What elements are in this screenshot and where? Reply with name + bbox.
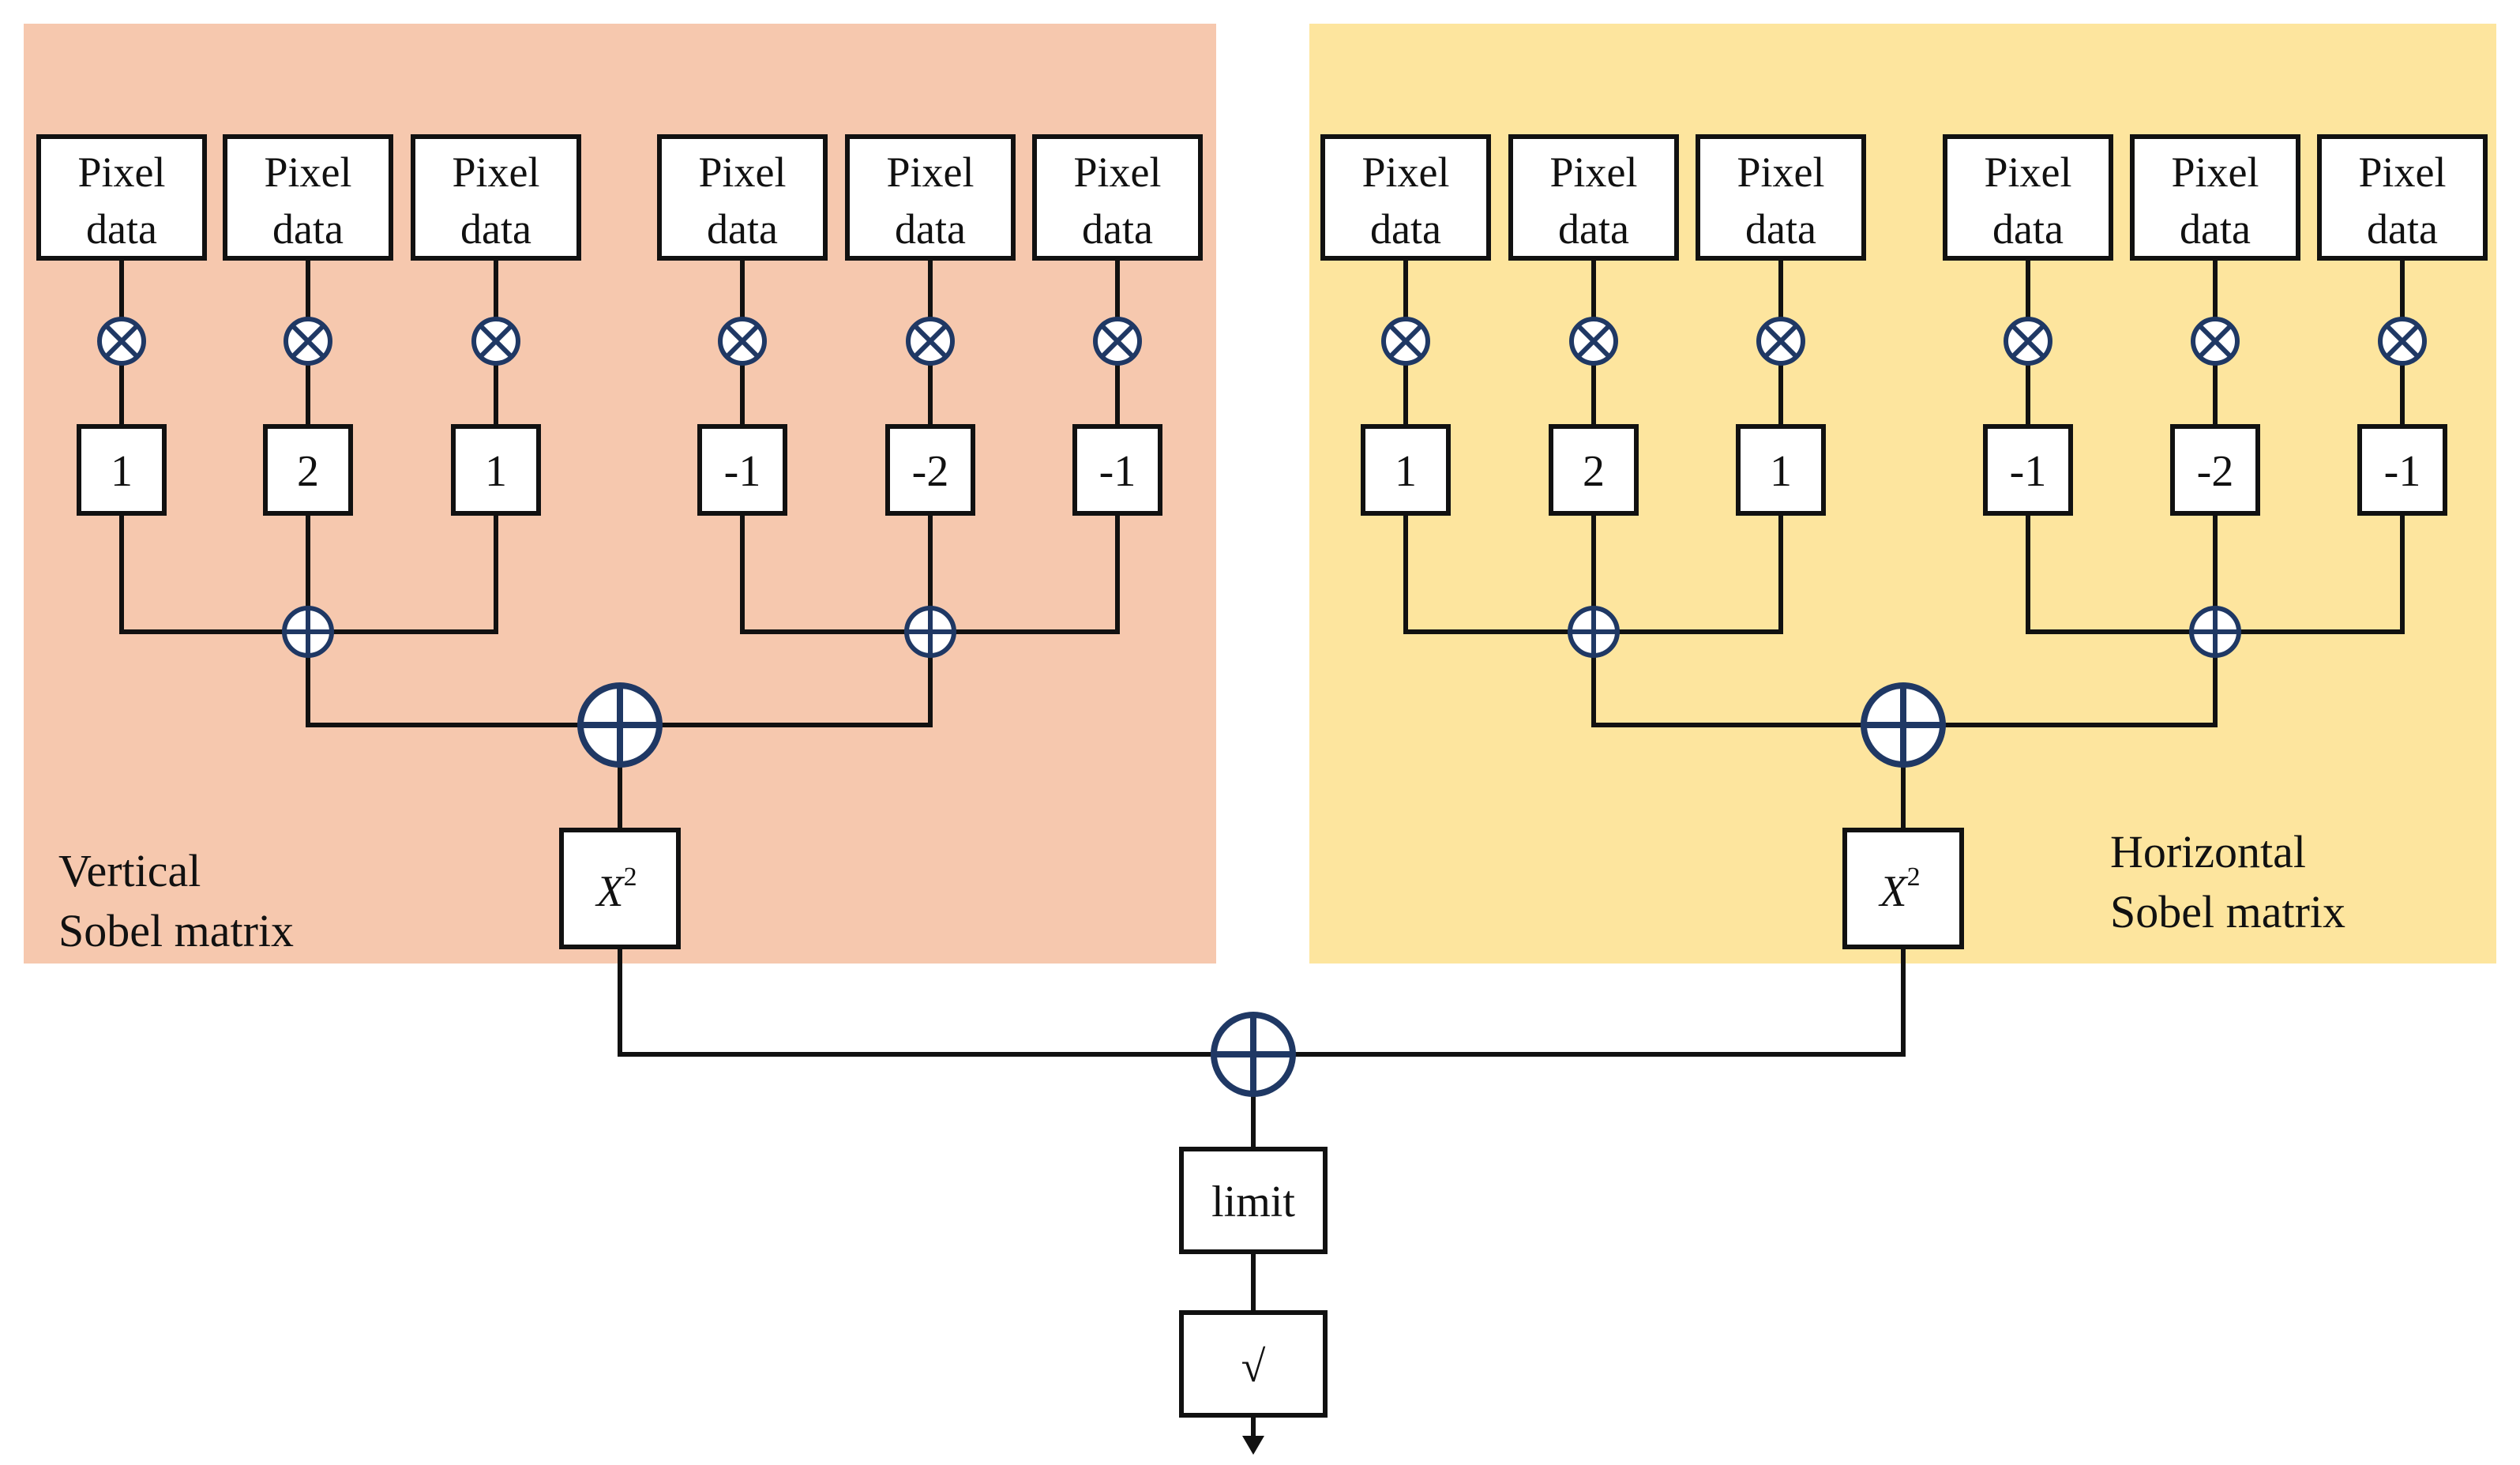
vertical-add-icon-total: [577, 682, 663, 768]
vertical-pixel-label-line2: data: [1082, 205, 1153, 253]
horizontal-coefficient-box-3: [1736, 424, 1826, 516]
horizontal-panel-label-line2: Sobel matrix: [2110, 886, 2345, 937]
vertical-multiply-icon-1: [97, 317, 146, 366]
horizontal-add-icon-total: [1861, 682, 1946, 768]
horizontal-coefficient-4: -1: [2010, 447, 2047, 496]
vertical-add-icon-left: [282, 606, 334, 658]
horizontal-coefficient-box-1: [1361, 424, 1451, 516]
vertical-coefficient-2: 2: [297, 447, 319, 496]
vertical-add-icon-right: [904, 606, 956, 658]
horizontal-coefficient-box-5: [2170, 424, 2260, 516]
vertical-square-label: X2: [595, 862, 637, 916]
horizontal-pixel-box-1: [1320, 134, 1491, 261]
vertical-multiply-icon-5: [906, 317, 955, 366]
vertical-panel-label-line1: Vertical: [58, 845, 201, 896]
vertical-pixel-label-line1: Pixel: [886, 148, 974, 196]
vertical-square-box: [559, 828, 681, 949]
horizontal-add-icon-right: [2189, 606, 2241, 658]
horizontal-square-box: [1842, 828, 1964, 949]
vertical-pixel-label-line2: data: [895, 205, 966, 253]
horizontal-pixel-label-line1: Pixel: [1549, 148, 1637, 196]
horizontal-multiply-icon-6: [2378, 317, 2427, 366]
vertical-panel-label-line2: Sobel matrix: [58, 905, 294, 956]
horizontal-pixel-label-line2: data: [1992, 205, 2064, 253]
limit-label: limit: [1211, 1178, 1295, 1226]
vertical-pixel-label-line1: Pixel: [77, 148, 165, 196]
horizontal-coefficient-3: 1: [1770, 447, 1792, 496]
vertical-multiply-icon-3: [471, 317, 520, 366]
horizontal-pixel-label-line1: Pixel: [1984, 148, 2071, 196]
vertical-coefficient-4: -1: [724, 447, 761, 496]
horizontal-pixel-label-line2: data: [1558, 205, 1629, 253]
horizontal-coefficient-1: 1: [1395, 447, 1417, 496]
sqrt-box: [1179, 1310, 1328, 1418]
vertical-pixel-label-line2: data: [707, 205, 778, 253]
vertical-coefficient-box-2: [263, 424, 353, 516]
vertical-pixel-label-line2: data: [272, 205, 344, 253]
horizontal-panel-label-line1: Horizontal: [2110, 826, 2306, 877]
horizontal-coefficient-5: -2: [2197, 447, 2234, 496]
vertical-pixel-box-4: [657, 134, 828, 261]
horizontal-multiply-icon-2: [1569, 317, 1618, 366]
vertical-pixel-label-line1: Pixel: [452, 148, 539, 196]
horizontal-pixel-label-line2: data: [2180, 205, 2251, 253]
horizontal-coefficient-box-2: [1549, 424, 1639, 516]
horizontal-multiply-icon-1: [1381, 317, 1430, 366]
sqrt-label: √: [1241, 1343, 1266, 1392]
horizontal-coefficient-2: 2: [1583, 447, 1605, 496]
vertical-coefficient-6: -1: [1099, 447, 1136, 496]
vertical-multiply-icon-4: [718, 317, 767, 366]
horizontal-multiply-icon-4: [2004, 317, 2052, 366]
horizontal-multiply-icon-5: [2191, 317, 2240, 366]
horizontal-pixel-box-5: [2130, 134, 2300, 261]
vertical-coefficient-1: 1: [111, 447, 133, 496]
horizontal-pixel-label-line2: data: [1745, 205, 1816, 253]
final-add-icon: [1211, 1012, 1296, 1097]
horizontal-coefficient-box-4: [1983, 424, 2073, 516]
vertical-coefficient-3: 1: [485, 447, 507, 496]
vertical-pixel-label-line1: Pixel: [1073, 148, 1161, 196]
horizontal-coefficient-6: -1: [2384, 447, 2421, 496]
vertical-coefficient-5: -2: [912, 447, 949, 496]
vertical-pixel-label-line1: Pixel: [698, 148, 786, 196]
vertical-coefficient-box-1: [77, 424, 167, 516]
horizontal-coefficient-box-6: [2357, 424, 2447, 516]
vertical-pixel-box-5: [845, 134, 1016, 261]
vertical-coefficient-box-3: [451, 424, 541, 516]
horizontal-pixel-box-2: [1508, 134, 1679, 261]
vertical-pixel-box-2: [223, 134, 393, 261]
horizontal-pixel-label-line1: Pixel: [1737, 148, 1824, 196]
vertical-pixel-label-line1: Pixel: [264, 148, 351, 196]
horizontal-pixel-label-line2: data: [1370, 205, 1441, 253]
vertical-pixel-label-line2: data: [460, 205, 531, 253]
horizontal-add-icon-left: [1568, 606, 1620, 658]
vertical-coefficient-box-4: [697, 424, 787, 516]
vertical-multiply-icon-2: [284, 317, 332, 366]
vertical-pixel-box-6: [1032, 134, 1203, 261]
horizontal-pixel-box-6: [2317, 134, 2488, 261]
vertical-pixel-box-3: [411, 134, 581, 261]
horizontal-pixel-label-line1: Pixel: [2171, 148, 2259, 196]
arrow-down-icon: [1242, 1436, 1264, 1455]
vertical-pixel-label-line2: data: [86, 205, 157, 253]
horizontal-multiply-icon-3: [1756, 317, 1805, 366]
horizontal-pixel-label-line1: Pixel: [1361, 148, 1449, 196]
vertical-coefficient-box-6: [1072, 424, 1162, 516]
horizontal-pixel-box-4: [1943, 134, 2113, 261]
vertical-multiply-icon-6: [1093, 317, 1142, 366]
horizontal-pixel-box-3: [1696, 134, 1866, 261]
horizontal-square-label: X2: [1878, 862, 1920, 916]
horizontal-pixel-label-line1: Pixel: [2358, 148, 2446, 196]
horizontal-pixel-label-line2: data: [2367, 205, 2438, 253]
vertical-coefficient-box-5: [885, 424, 975, 516]
limit-box: [1179, 1147, 1328, 1254]
vertical-pixel-box-1: [36, 134, 207, 261]
